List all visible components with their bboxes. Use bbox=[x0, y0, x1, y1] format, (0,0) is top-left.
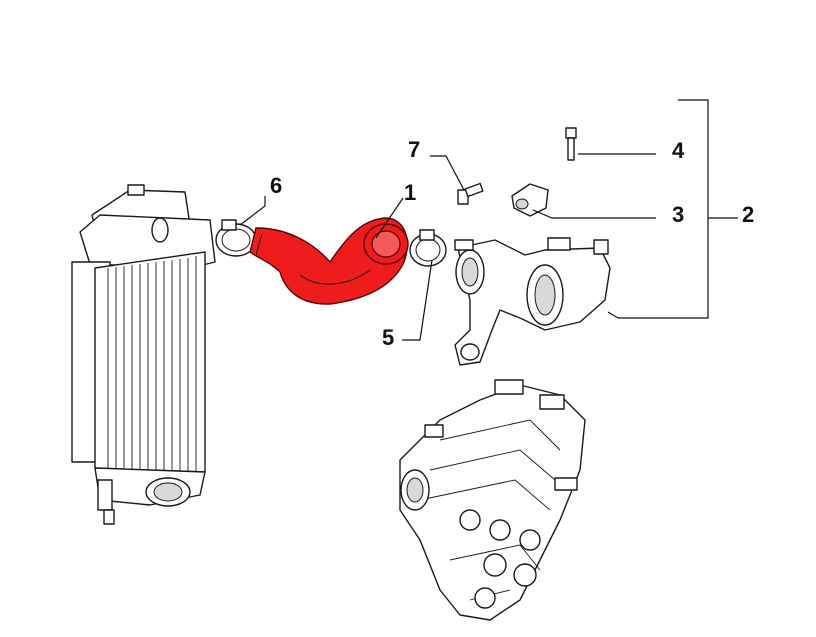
intercooler-hose-highlighted bbox=[249, 217, 409, 305]
bolt-7 bbox=[457, 182, 484, 205]
callout-3: 3 bbox=[672, 202, 684, 227]
hose-clamp-6 bbox=[215, 219, 257, 257]
leader-lines bbox=[239, 99, 738, 341]
intercooler bbox=[71, 184, 216, 525]
hose-clamp-5 bbox=[409, 229, 447, 267]
intake-pipe-assembly-2 bbox=[454, 237, 611, 366]
callout-6: 6 bbox=[270, 173, 282, 198]
sensor-3 bbox=[511, 183, 549, 217]
callout-5: 5 bbox=[382, 325, 394, 350]
intake-manifold bbox=[399, 379, 586, 621]
callout-2: 2 bbox=[742, 202, 754, 227]
callout-1: 1 bbox=[404, 180, 416, 205]
screw-4 bbox=[565, 127, 577, 161]
callout-4: 4 bbox=[672, 138, 685, 163]
callout-7: 7 bbox=[408, 137, 420, 162]
callout-labels: 1 6 5 7 4 3 2 bbox=[270, 137, 754, 350]
